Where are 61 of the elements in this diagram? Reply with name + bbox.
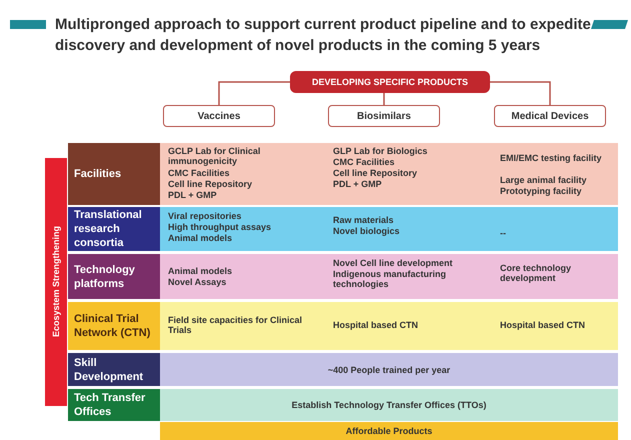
heading-label: DEVELOPING SPECIFIC PRODUCTS — [312, 77, 468, 87]
category-box — [494, 105, 606, 127]
cell-text: CMC Facilities — [333, 157, 396, 167]
cell-text: Affordable Products — [346, 426, 432, 436]
title: Multipronged approach to support current product pipeline and to expedite discovery and development of novel products in the coming 5 years — [55, 15, 592, 56]
cell-text: CMC Facilities — [168, 168, 231, 178]
row-header-box — [68, 353, 160, 386]
cell-text: GCLP Lab for Clinical immunogenicity — [168, 146, 262, 166]
row-header-box — [68, 389, 160, 421]
cell-text: Raw materials — [333, 215, 395, 225]
cell-text: Large animal facility — [500, 175, 588, 185]
cell-text: Hospital based CTN — [500, 320, 586, 330]
cell-text: Viral repositories — [168, 211, 242, 221]
category-label: Biosimilars — [357, 110, 411, 122]
cell-text: Cell line Repository — [333, 168, 418, 178]
cell-text: Cell line Repository — [168, 179, 254, 189]
row-header-box — [68, 207, 160, 251]
cell-text: Core technology development — [500, 263, 572, 283]
vertical-label: Ecosystem Strengthening — [51, 226, 61, 338]
cell-text: Novel Assays — [168, 277, 228, 287]
row-label: Translational research consortia — [74, 208, 143, 250]
category-label: Vaccines — [198, 110, 240, 122]
row-label: Tech Transfer Offices — [74, 391, 146, 419]
row-label: Facilities — [74, 167, 122, 181]
table-row-band — [160, 302, 618, 350]
row-label: Clinical Trial Network (CTN) — [74, 312, 152, 340]
cell-text: Hospital based CTN — [333, 320, 420, 330]
cell-text: EMI/EMC testing facility — [500, 153, 603, 163]
cell-text: Animal models — [168, 266, 234, 276]
cell-text: Novel Cell line development — [333, 258, 454, 268]
table-row-band — [160, 422, 618, 440]
connector-line — [383, 93, 385, 105]
cell-text: PDL + GMP — [168, 190, 218, 200]
cell-text: High throughput assays — [168, 222, 272, 232]
row-header-box — [68, 143, 160, 205]
category-box — [328, 105, 440, 127]
cell-text: Prototyping facility — [500, 186, 583, 196]
table-row-band — [160, 389, 618, 421]
cell-text: Establish Technology Transfer Offices (TTOs) — [292, 400, 486, 410]
connector-line — [490, 81, 551, 105]
vertical-band — [45, 158, 67, 406]
row-label: Skill Development — [74, 356, 144, 384]
cell-text: Indigenous manufacturing technologies — [333, 269, 448, 289]
cell-text: Novel biologics — [333, 226, 401, 236]
table-row-band — [160, 143, 618, 205]
connector-line — [218, 81, 290, 105]
row-header-box — [68, 302, 160, 350]
category-box — [163, 105, 275, 127]
cell-text: ~400 People trained per year — [328, 364, 450, 374]
heading-box — [290, 71, 490, 93]
table-row-band — [160, 207, 618, 251]
table-row-band — [160, 254, 618, 299]
table-row-band — [160, 353, 618, 386]
row-header-box — [68, 254, 160, 299]
row-label: Technology platforms — [74, 262, 136, 290]
category-label: Medical Devices — [511, 110, 589, 122]
cell-text: Field site capacities for Clinical Trials — [168, 315, 304, 335]
cell-text: Animal models — [168, 233, 234, 243]
cell-text: GLP Lab for Biologics — [333, 146, 428, 156]
cell-text: -- — [500, 228, 507, 238]
cell-text: PDL + GMP — [333, 179, 383, 189]
